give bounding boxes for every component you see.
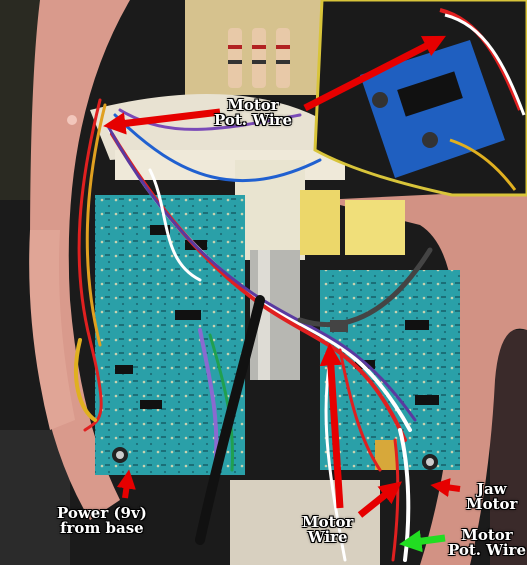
label-motor-pot-wire-top: Motor Pot. Wire — [214, 98, 292, 128]
label-line: Jaw — [476, 480, 507, 498]
annotation-arrows — [103, 35, 461, 553]
label-line: Wire — [307, 528, 348, 546]
resistor-board — [185, 0, 325, 95]
label-line: Power (9v) — [57, 504, 147, 522]
label-power: Power (9v) from base — [57, 506, 147, 536]
label-line: Motor — [227, 96, 279, 114]
label-line: Motor — [302, 513, 354, 531]
label-line: Motor — [461, 526, 513, 544]
label-line: Pot. Wire — [448, 541, 526, 559]
label-line: Motor — [466, 495, 518, 513]
label-line: Pot. Wire — [214, 111, 292, 129]
head-shell — [29, 0, 527, 565]
label-line: from base — [60, 519, 144, 537]
inset-photo — [313, 0, 527, 197]
label-motor-wire: Motor Wire — [302, 515, 353, 545]
label-motor-pot-wire-bottom: Motor Pot. Wire — [448, 528, 526, 558]
plastic-tube — [230, 160, 405, 565]
wire-bundle — [73, 98, 433, 562]
label-jaw-motor: Jaw Motor — [466, 482, 517, 512]
